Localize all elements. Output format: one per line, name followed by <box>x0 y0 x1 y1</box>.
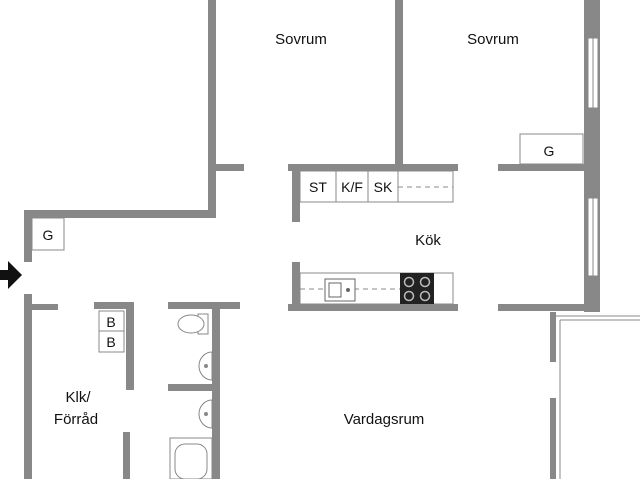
entrance-arrow-icon <box>0 261 22 289</box>
stove-icon <box>400 273 434 304</box>
cabinet-label-kf: K/F <box>341 179 363 195</box>
kitchen-lower-counter <box>299 272 454 305</box>
room-label-closet-line2: Förråd <box>54 411 98 428</box>
bath-boxes: B B <box>98 310 125 353</box>
wardrobe-entry: G <box>31 217 65 251</box>
windows <box>556 37 640 479</box>
cabinet-label-sk: SK <box>374 179 393 195</box>
toilet-icon <box>177 313 209 335</box>
wardrobe-entry-label: G <box>43 227 54 243</box>
room-label-bedroom-left: Sovrum <box>275 31 327 48</box>
room-label-living-room: Vardagsrum <box>344 411 425 428</box>
room-label-closet-line1: Klk/ <box>65 389 91 406</box>
cabinet-label-st: ST <box>309 179 327 195</box>
room-label-bedroom-right: Sovrum <box>467 31 519 48</box>
washbasin-icon-2 <box>198 399 213 429</box>
bath-box-label-1: B <box>106 314 115 330</box>
bathtub-icon <box>169 437 213 479</box>
sink-icon <box>324 278 356 302</box>
wardrobe-right: G <box>519 133 584 165</box>
walls <box>24 0 600 479</box>
washbasin-icon <box>198 351 213 381</box>
bath-box-label-2: B <box>106 334 115 350</box>
room-label-kitchen: Kök <box>415 232 441 249</box>
kitchen-upper-cabinets: ST K/F SK <box>299 170 454 203</box>
wardrobe-right-label: G <box>544 143 555 159</box>
